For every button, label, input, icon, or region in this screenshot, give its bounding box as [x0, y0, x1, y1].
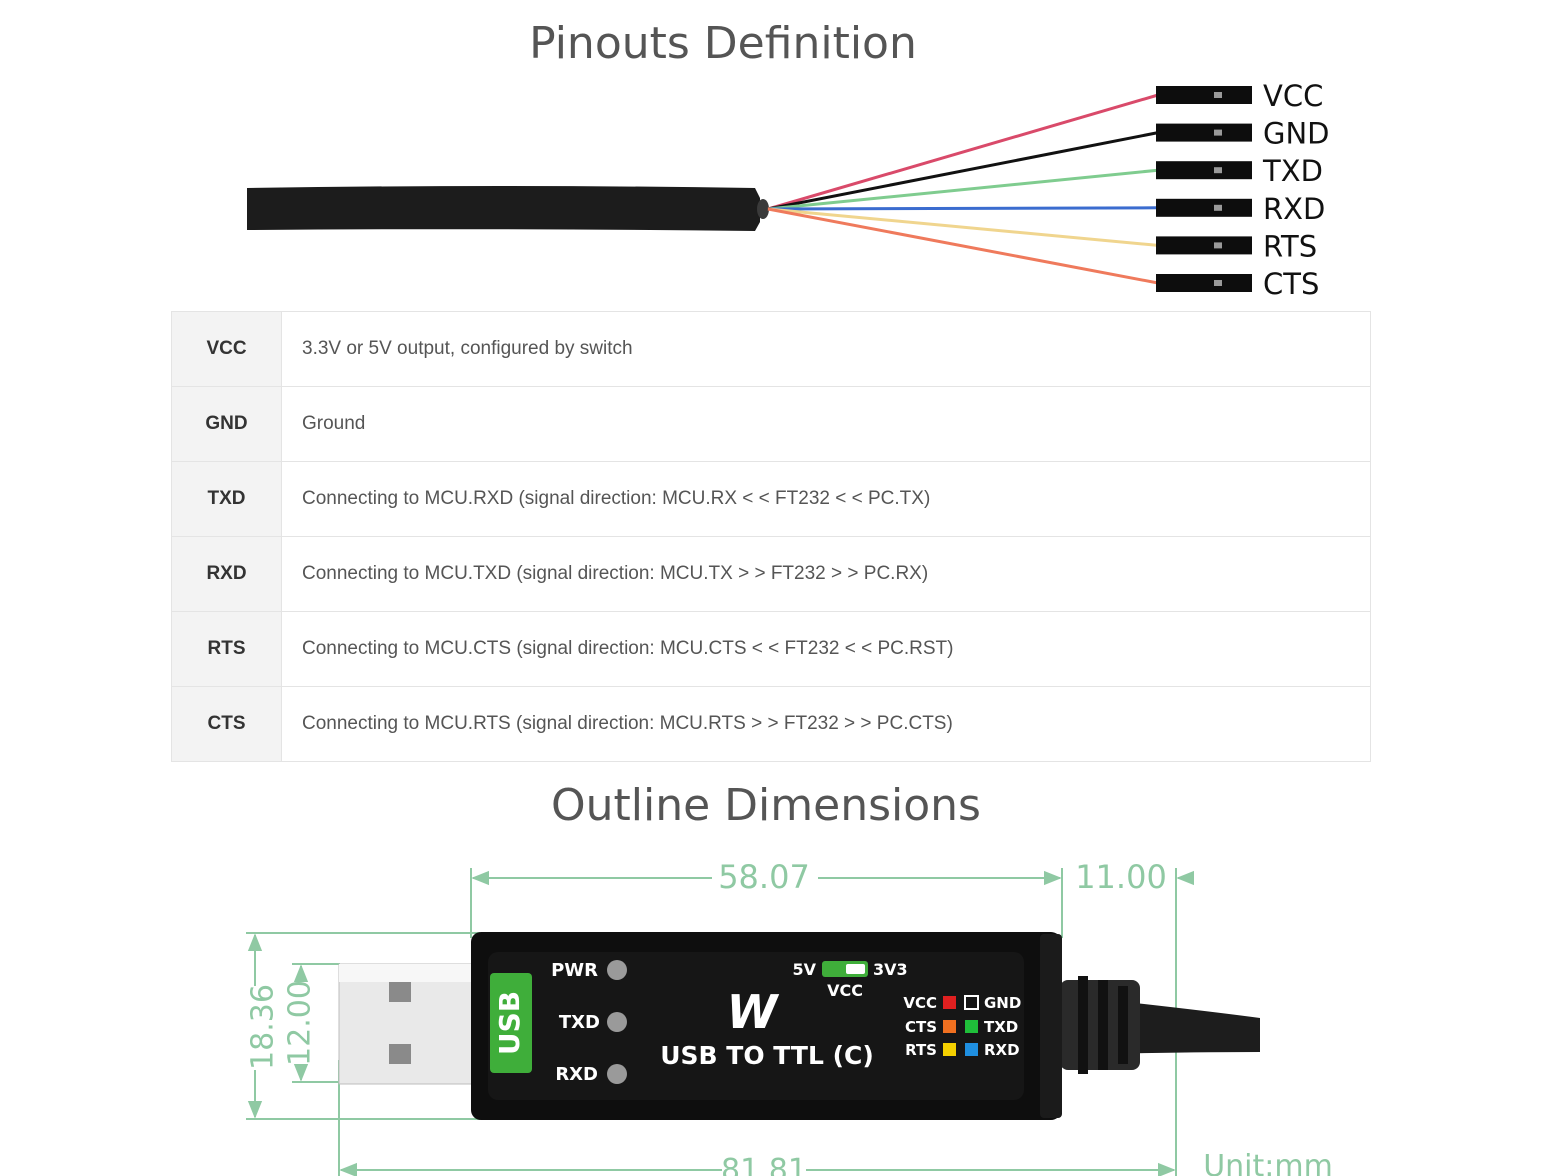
pwr-label: PWR	[551, 960, 598, 981]
pin-name: GND	[171, 386, 282, 462]
cable-jacket	[247, 186, 760, 231]
legend-rxd-swatch	[965, 1043, 978, 1056]
pin-desc: Connecting to MCU.TXD (signal direction:…	[281, 536, 1371, 612]
wire-label-cts: CTS	[1263, 267, 1319, 301]
legend-gnd: GND	[984, 994, 1021, 1012]
pin-desc: Connecting to MCU.RXD (signal direction:…	[281, 461, 1371, 537]
cable-end	[757, 199, 769, 219]
dim-height-plug: 12.00	[283, 980, 318, 1066]
legend-gnd-swatch	[964, 995, 979, 1010]
switch-5v-label: 5V	[792, 960, 816, 979]
usb-plug	[338, 963, 474, 1085]
brand-logo: W	[727, 985, 780, 1039]
wire-label-vcc: VCC	[1263, 79, 1323, 113]
wire-rts	[767, 207, 1159, 247]
dimension-lines	[246, 868, 1195, 1176]
connector-latch	[1214, 92, 1222, 98]
wire-label-rxd: RXD	[1263, 192, 1325, 226]
dim-width-body: 58.07	[718, 858, 810, 896]
strain-relief	[1060, 976, 1140, 1074]
txd-led	[607, 1012, 627, 1032]
connector-latch	[1214, 280, 1222, 286]
wire-cts	[767, 207, 1159, 285]
pin-name: CTS	[171, 686, 282, 762]
wire-gnd	[767, 131, 1159, 211]
outline-title: Outline Dimensions	[551, 780, 981, 831]
wire-rxd	[767, 206, 1159, 211]
dupont-connector	[1156, 274, 1252, 292]
pin-desc: Connecting to MCU.RTS (signal direction:…	[281, 686, 1371, 762]
legend-vcc: VCC	[903, 994, 937, 1012]
connector-latch	[1214, 204, 1222, 211]
usb-badge	[490, 973, 532, 1073]
switch-vcc-label: VCC	[827, 981, 863, 1000]
legend-txd-swatch	[965, 1020, 978, 1033]
dupont-connector	[1156, 123, 1252, 142]
pinouts-title: Pinouts Definition	[529, 18, 917, 69]
usb-badge-label: USB	[493, 991, 526, 1055]
legend-cts-swatch	[943, 1020, 956, 1033]
switch-knob	[846, 964, 865, 974]
wire-vcc	[767, 93, 1159, 211]
dim-height-total: 18.36	[246, 984, 281, 1070]
pin-name: TXD	[171, 461, 282, 537]
pin-name: RXD	[171, 536, 282, 612]
pwr-led	[607, 960, 627, 980]
outline-diagram: 58.07 11.00 18.36 12.00 81.81 Unit:mm US…	[246, 858, 1333, 1176]
wire-group	[767, 93, 1159, 285]
dupont-connector	[1156, 86, 1252, 104]
pin-desc: Connecting to MCU.CTS (signal direction:…	[281, 611, 1371, 687]
rxd-led-label: RXD	[555, 1064, 598, 1085]
pin-name: RTS	[171, 611, 282, 687]
legend-cts: CTS	[905, 1018, 937, 1036]
switch-3v3-label: 3V3	[873, 960, 908, 979]
product-name: USB TO TTL (C)	[660, 1041, 874, 1070]
dim-width-tail: 11.00	[1075, 858, 1167, 896]
pin-name: VCC	[171, 311, 282, 387]
txd-led-label: TXD	[559, 1012, 600, 1033]
connector-latch	[1214, 167, 1222, 174]
legend-txd: TXD	[984, 1018, 1018, 1036]
dim-length-total: 81.81	[721, 1153, 807, 1176]
legend-rxd: RXD	[984, 1041, 1020, 1059]
pin-desc: 3.3V or 5V output, configured by switch	[281, 311, 1371, 387]
wire-label-txd: TXD	[1262, 154, 1323, 188]
legend-rts-swatch	[943, 1043, 956, 1056]
legend-vcc-swatch	[943, 996, 956, 1009]
wire-label-gnd: GND	[1263, 117, 1330, 151]
unit-label: Unit:mm	[1203, 1149, 1333, 1176]
rxd-led	[607, 1064, 627, 1084]
dupont-connector	[1156, 161, 1252, 180]
wire-txd	[767, 168, 1159, 211]
dupont-connector	[1156, 198, 1252, 217]
wire-label-rts: RTS	[1263, 229, 1317, 263]
dupont-connector	[1156, 236, 1252, 255]
legend-rts: RTS	[905, 1041, 937, 1059]
connector-latch	[1214, 129, 1222, 136]
pin-desc: Ground	[281, 386, 1371, 462]
label-panel	[488, 952, 1024, 1100]
connector-latch	[1214, 242, 1222, 249]
